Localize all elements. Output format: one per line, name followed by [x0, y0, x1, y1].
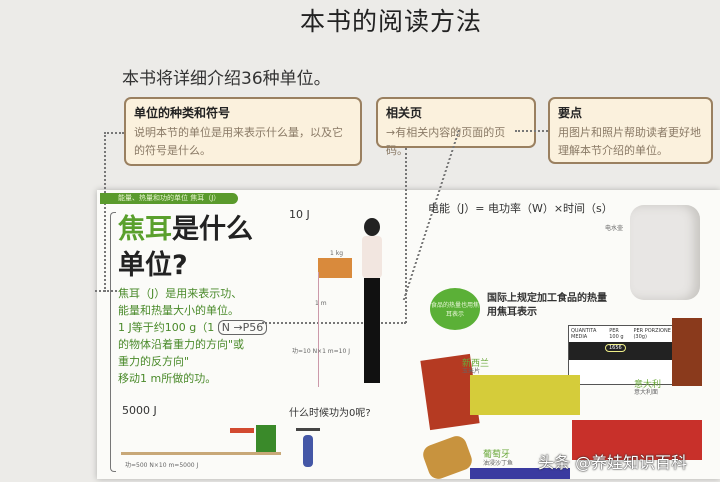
section-description: 焦耳（J）是用来表示功、 能量和热量大小的单位。 1 J等于约100 g（1 N… [118, 285, 268, 387]
callout-heading: 相关页 [386, 106, 423, 120]
section-tag: 能量、热量和功的单位 焦耳（J） [100, 193, 238, 204]
bracket [110, 212, 116, 472]
nutrition-label: QUANTITA MEDIA PER 100 g PER PORZIONE (3… [568, 325, 678, 385]
intro-text: 本书将详细介绍36种单位。 [122, 69, 331, 89]
desc-line: 的物体沿着重力的方向"或 [118, 338, 245, 351]
kettle-label: 电水壶 [605, 225, 624, 232]
example-value: 10 J [289, 208, 310, 221]
desc-text: 1 J等于约100 g（1 [118, 321, 215, 334]
callout-text: 用图片和照片帮助读者更好地理解本节介绍的单位。 [558, 126, 701, 157]
desc-line: 能量和热量大小的单位。 [118, 304, 239, 317]
kettle-photo [630, 205, 700, 300]
desc-line: 移动1 m所做的功。 [118, 372, 217, 385]
callout-heading: 单位的种类和符号 [134, 106, 231, 120]
product-country: 葡萄牙 [483, 450, 511, 460]
page-title: 本书的阅读方法 [300, 7, 483, 36]
callout-unit-type: 单位的种类和符号 说明本节的单位是用来表示什么量，以及它的符号是什么。 [124, 97, 362, 166]
heading-text: 是什么 [172, 214, 253, 245]
green-note-bubble: 食品的热量也用焦耳表示 [430, 288, 480, 330]
box-label: 1 kg [330, 250, 344, 257]
force-arrow-icon [230, 428, 254, 433]
food-heading: 国际上规定加工食品的热量用焦耳表示 [487, 293, 607, 318]
connector-line [405, 148, 407, 323]
table-header: PER PORZIONE (30g) [633, 328, 671, 340]
section-heading: 焦耳是什么 单位? [118, 212, 253, 284]
connector-line [262, 322, 406, 324]
red-label-photo [572, 420, 702, 460]
desc-line: 焦耳（J）是用来表示功、 [118, 287, 243, 300]
girl-photo [358, 218, 386, 388]
block-illustration [256, 425, 276, 452]
related-page-ref: N →P56 [217, 320, 268, 335]
formula: 功=500 N×10 m=5000 J [125, 462, 199, 469]
pasta-package-photo [672, 318, 702, 386]
formula: 功=10 N×1 m=10 J [292, 348, 350, 355]
highlighted-value: 1656 [605, 344, 626, 352]
desc-line: 重力的反方向" [118, 355, 190, 368]
table-header: PER 100 g [609, 328, 624, 340]
product-name: 意大利面 [634, 389, 659, 396]
connector-line [95, 290, 117, 292]
heading-unit-name: 焦耳 [118, 214, 172, 245]
example-value: 5000 J [122, 404, 157, 417]
ground-line [121, 452, 281, 455]
heading-text: 单位? [118, 250, 188, 281]
callout-key-points: 要点 用图片和照片帮助读者更好地理解本节介绍的单位。 [548, 97, 713, 164]
box-illustration [318, 258, 352, 278]
yellow-label [470, 375, 580, 415]
desc-line: 1 J等于约100 g（1 N →P56 [118, 319, 268, 336]
electric-formula: 电能（J）= 电功率（W）×时间（s） [428, 202, 613, 215]
callout-related-page: 相关页 →有相关内容的页面的页码。 [376, 97, 536, 157]
zero-work-heading: 什么时候功为0呢? [289, 408, 371, 419]
callout-text: →有相关内容的页面的页码。 [386, 126, 506, 157]
connector-line [104, 132, 106, 292]
product-country: 新西兰 [462, 359, 490, 369]
blue-package-photo [470, 468, 570, 479]
callout-heading: 要点 [558, 106, 583, 120]
callout-text: 说明本节的单位是用来表示什么量，以及它的符号是什么。 [134, 126, 343, 157]
measure-line [318, 272, 319, 387]
weightlifter-illustration [296, 428, 320, 468]
table-header: QUANTITA MEDIA [571, 328, 597, 340]
connector-line [515, 130, 548, 132]
product-name: 油浸沙丁鱼 [483, 460, 514, 467]
product-name: 玉米片 [462, 368, 481, 375]
connector-line [104, 132, 124, 134]
product-country: 意大利 [634, 380, 662, 390]
height-label: 1 m [315, 300, 327, 307]
watermark: 头条 @养娃知识百科 [538, 453, 688, 472]
